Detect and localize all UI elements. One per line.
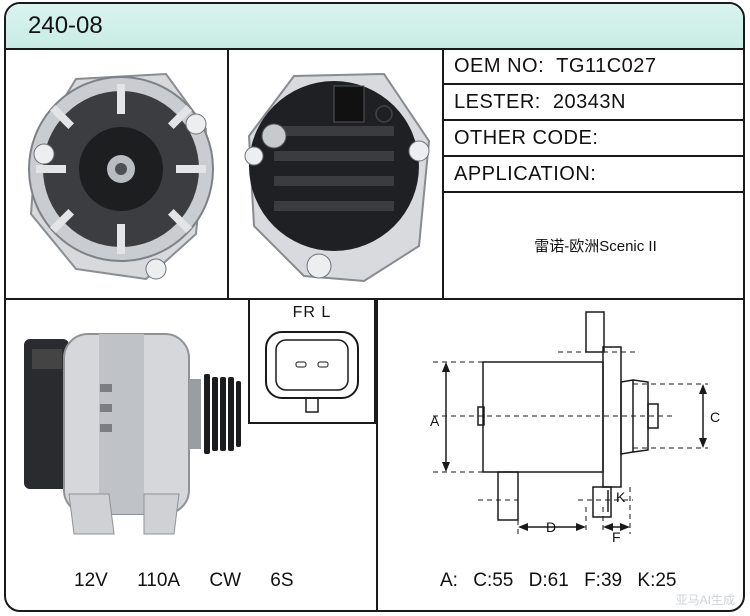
- dim-label-d: D: [546, 519, 556, 535]
- divider-v2: [442, 48, 444, 300]
- connector-box: [248, 298, 376, 424]
- spec-pulley: 6S: [270, 570, 294, 591]
- dim-label-k: K: [616, 489, 626, 505]
- dim-label-c: C: [710, 409, 720, 425]
- oem-row: OEM NO: TG11C027: [444, 48, 743, 83]
- dim-label-a: A: [430, 413, 440, 429]
- application-value-cell: 雷诺-欧洲Scenic II: [444, 193, 743, 298]
- dim-f-value: F:39: [584, 570, 623, 591]
- lester-value: 20343N: [552, 91, 626, 113]
- divider-row1: [442, 83, 743, 85]
- application-label: APPLICATION:: [454, 163, 597, 185]
- connector-label: FR L: [292, 304, 332, 321]
- spec-voltage: 12V: [74, 570, 108, 591]
- alternator-side-image: [24, 333, 241, 535]
- header-bar: 240-08: [6, 4, 743, 50]
- divider-v3: [376, 300, 378, 610]
- dim-c-value: C:55: [473, 570, 514, 591]
- spec-current: 110A: [137, 570, 181, 591]
- oem-value: TG11C027: [556, 55, 657, 77]
- dim-label-f: F: [612, 529, 621, 545]
- alternator-front-image: [28, 72, 214, 281]
- specs-line: 12V 110A CW 6S: [74, 570, 318, 592]
- part-number-title: 240-08: [28, 12, 103, 39]
- watermark: 亚马AI生成: [675, 593, 735, 607]
- application-value: 雷诺-欧洲Scenic II: [534, 238, 657, 255]
- lester-label: LESTER:: [454, 91, 541, 113]
- dim-prefix: A:: [440, 570, 458, 591]
- dimension-diagram: A C D F K: [430, 311, 720, 545]
- alternator-rear-image: [244, 72, 431, 283]
- lester-row: LESTER: 20343N: [444, 85, 743, 119]
- connector-diagram: [265, 331, 359, 413]
- divider-row2: [442, 119, 743, 121]
- dim-k-value: K:25: [637, 570, 677, 591]
- divider-v1: [227, 48, 229, 300]
- other-code-row: OTHER CODE:: [444, 121, 743, 155]
- dimensions-line: A: C:55 D:61 F:39 K:25: [440, 570, 686, 592]
- dim-d-value: D:61: [528, 570, 569, 591]
- oem-label: OEM NO:: [454, 55, 545, 77]
- other-code-label: OTHER CODE:: [454, 127, 599, 149]
- divider-row4: [442, 191, 743, 193]
- divider-row3: [442, 155, 743, 157]
- product-card: 240-08: [4, 2, 745, 612]
- application-row: APPLICATION:: [444, 157, 743, 191]
- spec-rotation: CW: [209, 570, 241, 591]
